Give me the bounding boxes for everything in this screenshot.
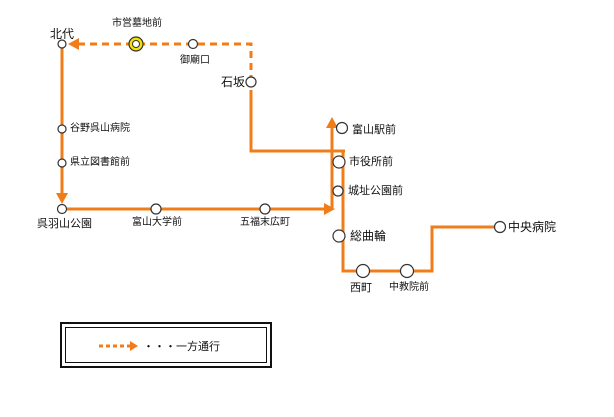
stop-label-shiei-bochi: 市営墓地前 <box>112 18 162 29</box>
stop-label-toyama-eki: 富山駅前 <box>352 123 396 136</box>
stop-marker-kitashiro <box>57 39 67 49</box>
legend-box <box>60 322 272 368</box>
stop-label-gofuku: 五福末広町 <box>240 217 290 228</box>
stop-marker-chukyoin <box>399 263 415 279</box>
stop-label-shiyakusho: 市役所前 <box>349 155 393 168</box>
stop-label-gobyo: 御廟口 <box>180 55 210 66</box>
route-segment-central <box>341 151 500 273</box>
stop-marker-kenritsu-tosho <box>57 158 67 168</box>
stop-label-kenritsu-tosho: 県立図書館前 <box>70 157 130 168</box>
one-way-dashed-route <box>76 42 253 82</box>
direction-arrow-down <box>56 193 68 204</box>
stop-marker-gofuku <box>259 203 271 215</box>
stop-marker-kurehayama <box>56 203 68 215</box>
direction-arrow-up <box>326 117 338 128</box>
stop-label-kitashiro: 北代 <box>50 27 75 41</box>
stop-label-chukyoin: 中教院前 <box>389 282 429 293</box>
stop-marker-gobyo <box>187 38 199 50</box>
stop-label-toyama-univ: 富山大学前 <box>132 217 182 228</box>
legend-inner-border <box>65 327 267 363</box>
stop-marker-ishizaka <box>245 76 257 88</box>
stop-marker-toyama-univ <box>150 203 162 215</box>
stop-label-sogawa: 総曲輪 <box>350 229 387 243</box>
legend-label: ・・・一方通行 <box>143 340 220 353</box>
stop-label-kurehayama: 呉羽山公園 <box>37 217 92 230</box>
stop-marker-nishicho <box>355 263 371 279</box>
stop-marker-chuo-byoin <box>493 220 507 234</box>
stop-label-chuo-byoin: 中央病院 <box>508 220 557 234</box>
one-way-arrowhead <box>68 38 79 50</box>
route-segment-ishizaka <box>249 90 345 153</box>
stop-marker-shiyakusho <box>332 155 346 169</box>
stop-marker-yanokureha <box>57 124 67 134</box>
stop-label-yanokureha: 谷野呉山病院 <box>70 123 130 134</box>
direction-arrow-right <box>324 203 335 215</box>
legend-arrowhead <box>130 341 138 351</box>
stop-marker-toyama-eki <box>335 121 349 135</box>
stop-marker-sogawa <box>332 229 346 243</box>
stop-label-joshi-koen: 城址公園前 <box>348 184 403 197</box>
stop-label-nishicho: 西町 <box>350 281 372 294</box>
stop-marker-shiei-bochi <box>132 40 140 48</box>
stop-marker-joshi-koen <box>332 185 344 197</box>
stop-label-ishizaka: 石坂 <box>221 75 246 89</box>
